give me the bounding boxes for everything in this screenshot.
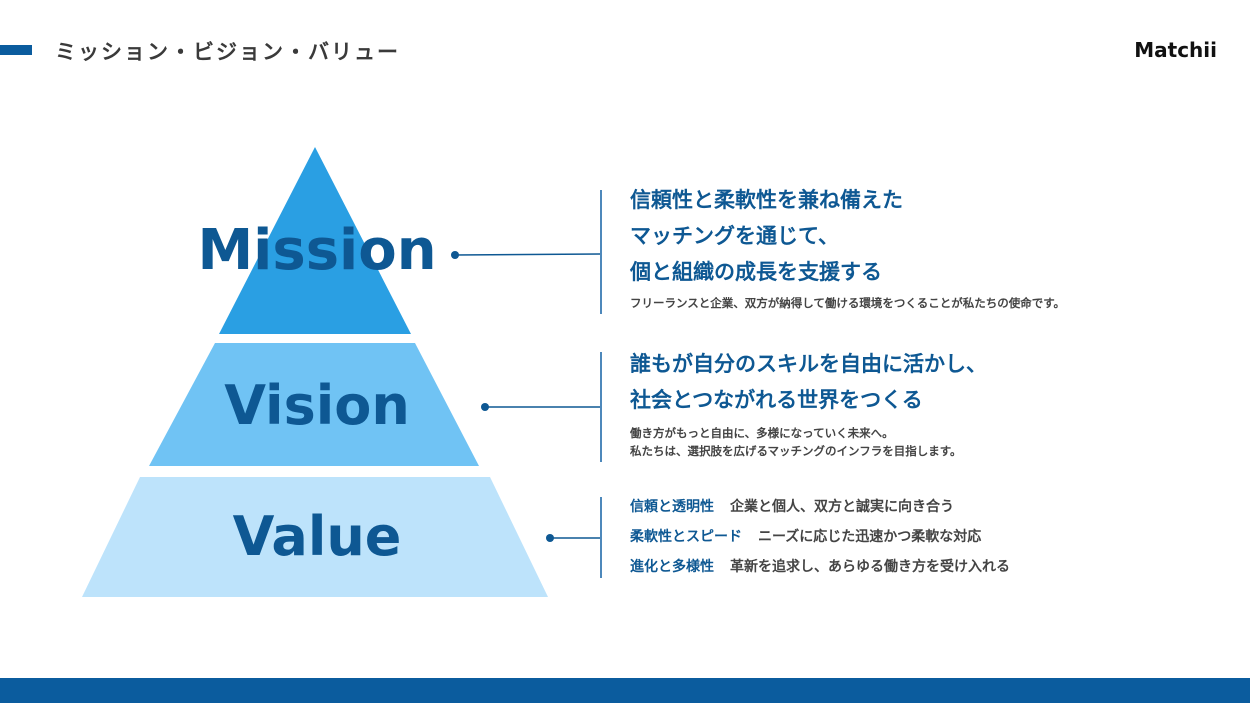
vision-line: 社会とつながれる世界をつくる	[630, 388, 923, 412]
vision-sub-line: 働き方がもっと自由に、多様になっていく未来へ。	[630, 426, 894, 440]
pyramid-tier-vision	[149, 343, 479, 466]
connector-mission	[454, 253, 601, 256]
mission-line: 信頼性と柔軟性を兼ね備えた	[630, 188, 903, 212]
value-item: 柔軟性とスピードニーズに応じた迅速かつ柔軟な対応	[630, 527, 981, 547]
mission-statement: 信頼性と柔軟性を兼ね備えた マッチングを通じて、 個と組織の成長を支援する	[630, 182, 903, 290]
vision-label: Vision	[224, 374, 410, 437]
pyramid-tier-value	[82, 477, 548, 597]
vision-line: 誰もが自分のスキルを自由に活かし、	[630, 352, 987, 376]
vision-statement: 誰もが自分のスキルを自由に活かし、 社会とつながれる世界をつくる	[630, 346, 987, 418]
logo: Matchii	[1134, 38, 1217, 62]
vision-divider	[600, 352, 602, 462]
connector-dot-vision	[481, 403, 489, 411]
vision-description: 働き方がもっと自由に、多様になっていく未来へ。 私たちは、選択肢を広げるマッチン…	[630, 424, 962, 460]
mission-line: マッチングを通じて、	[630, 224, 839, 248]
value-key: 信頼と透明性	[630, 499, 714, 515]
pyramid-tier-mission	[219, 147, 411, 334]
connector-dot-mission	[451, 251, 459, 259]
value-label: Value	[232, 505, 402, 568]
mission-line: 個と組織の成長を支援する	[630, 260, 882, 284]
vision-sub-line: 私たちは、選択肢を広げるマッチングのインフラを目指します。	[630, 444, 962, 458]
value-desc: 企業と個人、双方と誠実に向き合う	[730, 499, 954, 515]
value-key: 柔軟性とスピード	[630, 529, 742, 545]
header-accent-bar	[0, 45, 32, 55]
value-item: 信頼と透明性企業と個人、双方と誠実に向き合う	[630, 497, 954, 517]
value-desc: 革新を追求し、あらゆる働き方を受け入れる	[730, 559, 1010, 575]
mission-description: フリーランスと企業、双方が納得して働ける環境をつくることが私たちの使命です。	[630, 296, 1066, 310]
mission-label: Mission	[197, 218, 437, 283]
mission-divider	[600, 190, 602, 314]
value-key: 進化と多様性	[630, 559, 714, 575]
value-desc: ニーズに応じた迅速かつ柔軟な対応	[758, 529, 982, 545]
page-title: ミッション・ビジョン・バリュー	[55, 40, 400, 64]
footer-bar	[0, 678, 1250, 703]
value-item: 進化と多様性革新を追求し、あらゆる働き方を受け入れる	[630, 557, 1010, 577]
value-divider	[600, 497, 602, 578]
connector-dot-value	[546, 534, 554, 542]
